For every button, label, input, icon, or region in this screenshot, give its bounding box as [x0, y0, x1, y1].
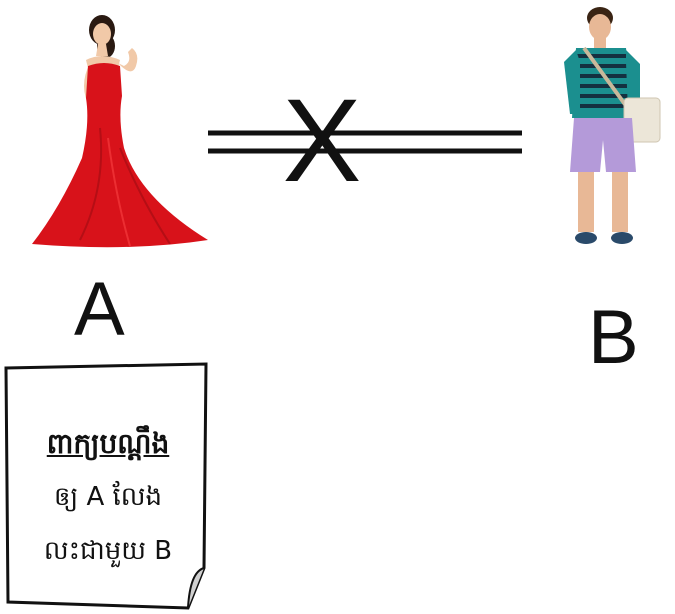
person-b-label: B [588, 300, 639, 376]
dress [32, 63, 208, 247]
prohibited-relation-connector: X [200, 85, 530, 185]
note-line-1: ឲ្យ A លែង [10, 480, 206, 518]
shorts [570, 118, 636, 172]
note-line-2: លះជាមួយ B [10, 534, 206, 572]
man-casual-icon [528, 2, 675, 258]
note-title: ពាក្យបណ្ដឹង [10, 426, 206, 467]
woman-red-dress-icon [20, 8, 220, 253]
person-a-label: A [74, 272, 125, 348]
complaint-note: ពាក្យបណ្ដឹង ឲ្យ A លែង លះជាមួយ B [0, 362, 226, 610]
relation-cross: X [283, 85, 362, 185]
